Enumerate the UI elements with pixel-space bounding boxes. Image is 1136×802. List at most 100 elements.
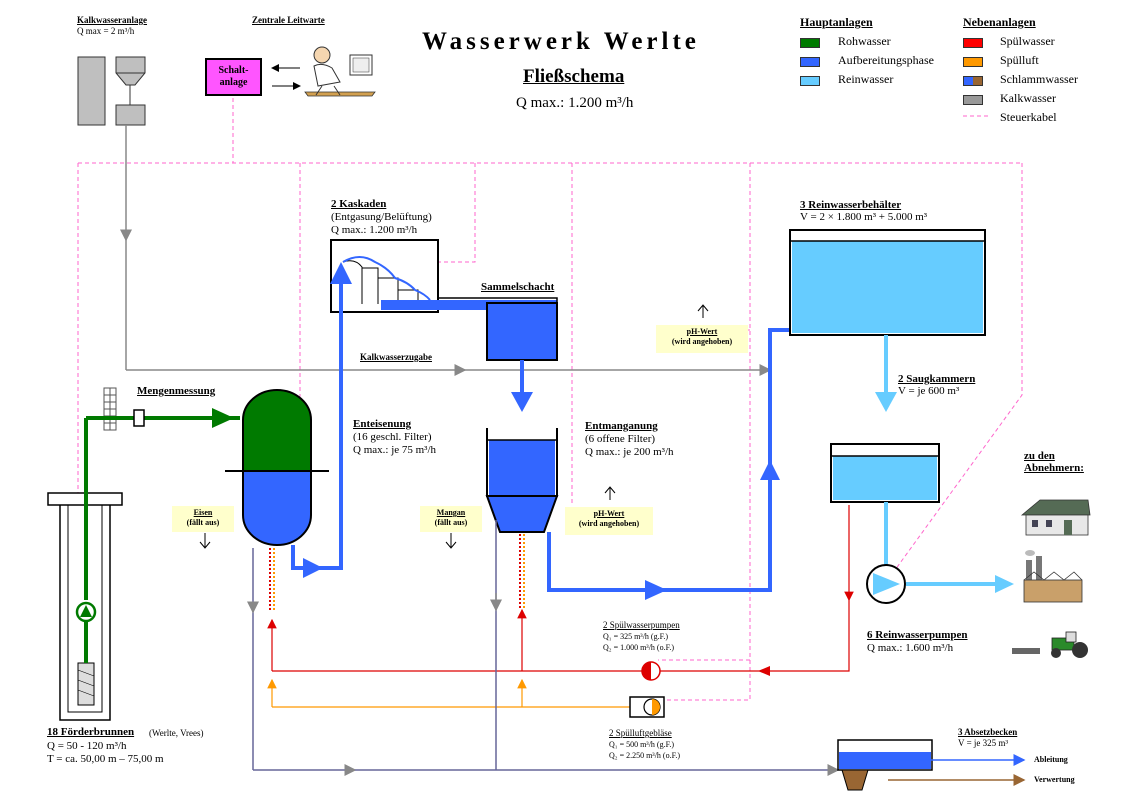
iron-removal-qmax: Q max.: je 75 m³/h [353,444,437,456]
page-qmax: Q max.: 1.200 m³/h [516,95,634,111]
suction-chambers-volume: V = je 600 m³ [898,385,960,397]
consumers-line2: Abnehmern: [1024,462,1084,474]
lime-dosing-label: Kalkwasserzugabe [360,352,432,362]
ph-note-mid: pH-Wert (wird angehoben) [565,507,653,535]
clean-arrow-consumers [995,575,1014,593]
collection-shaft-label: Sammelschacht [481,281,555,293]
legend-swatch-spuelluft [963,57,983,67]
legend-label-spuelluft: Spülluft [1000,53,1039,67]
suction-chambers-name: 2 Saugkammern [898,373,976,385]
clean-water-tank [789,229,986,336]
clean-water-tanks-volume: V = 2 × 1.800 m³ + 5.000 m³ [800,211,928,223]
ph-note-mid-line1: pH-Wert [593,509,625,518]
mangan-note-line2: (fällt aus) [434,517,468,527]
legend-side-heading: Nebenanlagen [963,15,1036,29]
rinse-air-blowers-name: 2 Spülluftgebläse [609,728,672,738]
legend-label-aufbereitung: Aufbereitungsphase [838,53,934,67]
settling-basins-volume: V = je 325 m³ [958,738,1009,748]
clean-water-pumps-name: 6 Reinwasserpumpen [867,629,968,641]
switchgear-line1: Schalt- [218,65,249,76]
wells-depth: T = ca. 50,00 m – 75,00 m [47,753,164,765]
suction-chamber [830,443,940,503]
flow-measurement-label: Mengenmessung [137,385,216,397]
manganese-removal-qmax: Q max.: je 200 m³/h [585,446,674,458]
rinse-air-blowers-q2: Q₂ = 2.250 m³/h (o.F.) [609,751,681,760]
wells-name: 18 Förderbrunnen [47,726,135,738]
switchgear-line2: anlage [219,76,248,88]
rinse-air-blowers-q1: Q₁ = 500 m³/h (g.F.) [609,740,675,749]
cascades-purpose: (Entgasung/Belüftung) [331,211,432,223]
legend-label-rohwasser: Rohwasser [838,34,891,48]
switchgear-box: Schalt- anlage [205,58,262,96]
manganese-removal-name: Entmanganung [585,420,658,432]
operator-illustration [304,46,376,97]
house-icon [1020,499,1091,536]
treatment-arrow-manganese [645,580,667,600]
flow-meter-icon [133,409,145,427]
legend-swatch-rohwasser [800,38,820,48]
raw-water-arrow [212,408,234,428]
mangan-down-arrow [445,533,457,549]
lime-plant-graphic [77,56,146,126]
ph-up-arrow-mid [604,486,616,500]
ph-note-top-line1: pH-Wert [686,327,718,336]
legend-label-spuelwasser: Spülwasser [1000,34,1055,48]
legend-swatch-spuelwasser [963,38,983,48]
ph-note-top: pH-Wert (wird angehoben) [656,325,748,353]
recycling-label: Verwertung [1034,775,1075,784]
manganese-filter [485,428,559,533]
ph-note-top-line2: (wird angehoben) [671,336,733,346]
wells-location: (Werlte, Vrees) [149,728,204,738]
cascade-graphic [330,239,557,313]
rinse-water-lines [267,505,854,672]
legend-main-heading: Hauptanlagen [800,15,873,29]
page-subtitle: Fließschema [523,66,625,87]
rinse-water-pumps-name: 2 Spülwasserpumpen [603,620,680,630]
ph-up-arrow-top [697,304,709,318]
iron-note-line2: (fällt aus) [186,517,220,527]
legend-label-kalkwasser: Kalkwasser [1000,91,1056,105]
lime-water-lines [120,125,772,376]
clean-water-tanks-name: 3 Reinwasserbehälter [800,199,902,211]
treatment-arrow-iron [303,558,323,578]
rinse-water-pumps-q1: Q₁ = 325 m³/h (g.F.) [603,632,669,641]
iron-removal-name: Enteisenung [353,418,412,430]
lime-plant-name: Kalkwasseranlage [77,15,148,25]
collection-shaft [438,297,558,361]
mangan-note-line1: Mangan [436,508,466,517]
legend-swatch-kalkwasser [963,95,983,105]
iron-note: Eisen (fällt aus) [172,506,234,532]
iron-note-line1: Eisen [193,508,213,517]
control-room-arrows [271,64,301,90]
lime-plant-qmax: Q max = 2 m³/h [77,26,135,36]
legend-swatch-aufbereitung [800,57,820,67]
factory-icon [1023,550,1083,603]
legend-swatch-schlammwasser [963,76,983,86]
cascades-qmax: Q max.: 1.200 m³/h [331,224,418,236]
iron-filter-vessel [225,389,329,546]
ph-note-mid-line2: (wird angehoben) [578,518,640,528]
sludge-dotted-lines [269,534,525,612]
sludge-water-lines [252,520,840,776]
clean-arrow-chamber [875,392,897,412]
tractor-icon [1012,631,1088,658]
treatment-arrow-cascade [330,262,352,284]
rinse-water-pumps-q2: Q₂ = 1.000 m³/h (o.F.) [603,643,675,652]
settling-basins-name: 3 Absetzbecken [958,727,1018,737]
wells-q: Q = 50 - 120 m³/h [47,740,127,752]
control-room-name: Zentrale Leitwarte [252,15,325,25]
iron-removal-detail: (16 geschl. Filter) [353,431,432,443]
legend-label-schlammwasser: Schlammwasser [1000,72,1078,86]
treatment-arrow-shaft [511,392,533,412]
clean-water-pumps-qmax: Q max.: 1.600 m³/h [867,642,954,654]
treatment-arrow-tanks [760,460,780,480]
iron-down-arrow [199,533,211,549]
legend-swatch-reinwasser [800,76,820,86]
page-title: Wasserwerk Werlte [422,28,700,55]
legend-label-reinwasser: Reinwasser [838,72,894,86]
manganese-removal-detail: (6 offene Filter) [585,433,656,445]
discharge-label: Ableitung [1034,755,1068,764]
consumers-line1: zu den [1024,450,1055,462]
